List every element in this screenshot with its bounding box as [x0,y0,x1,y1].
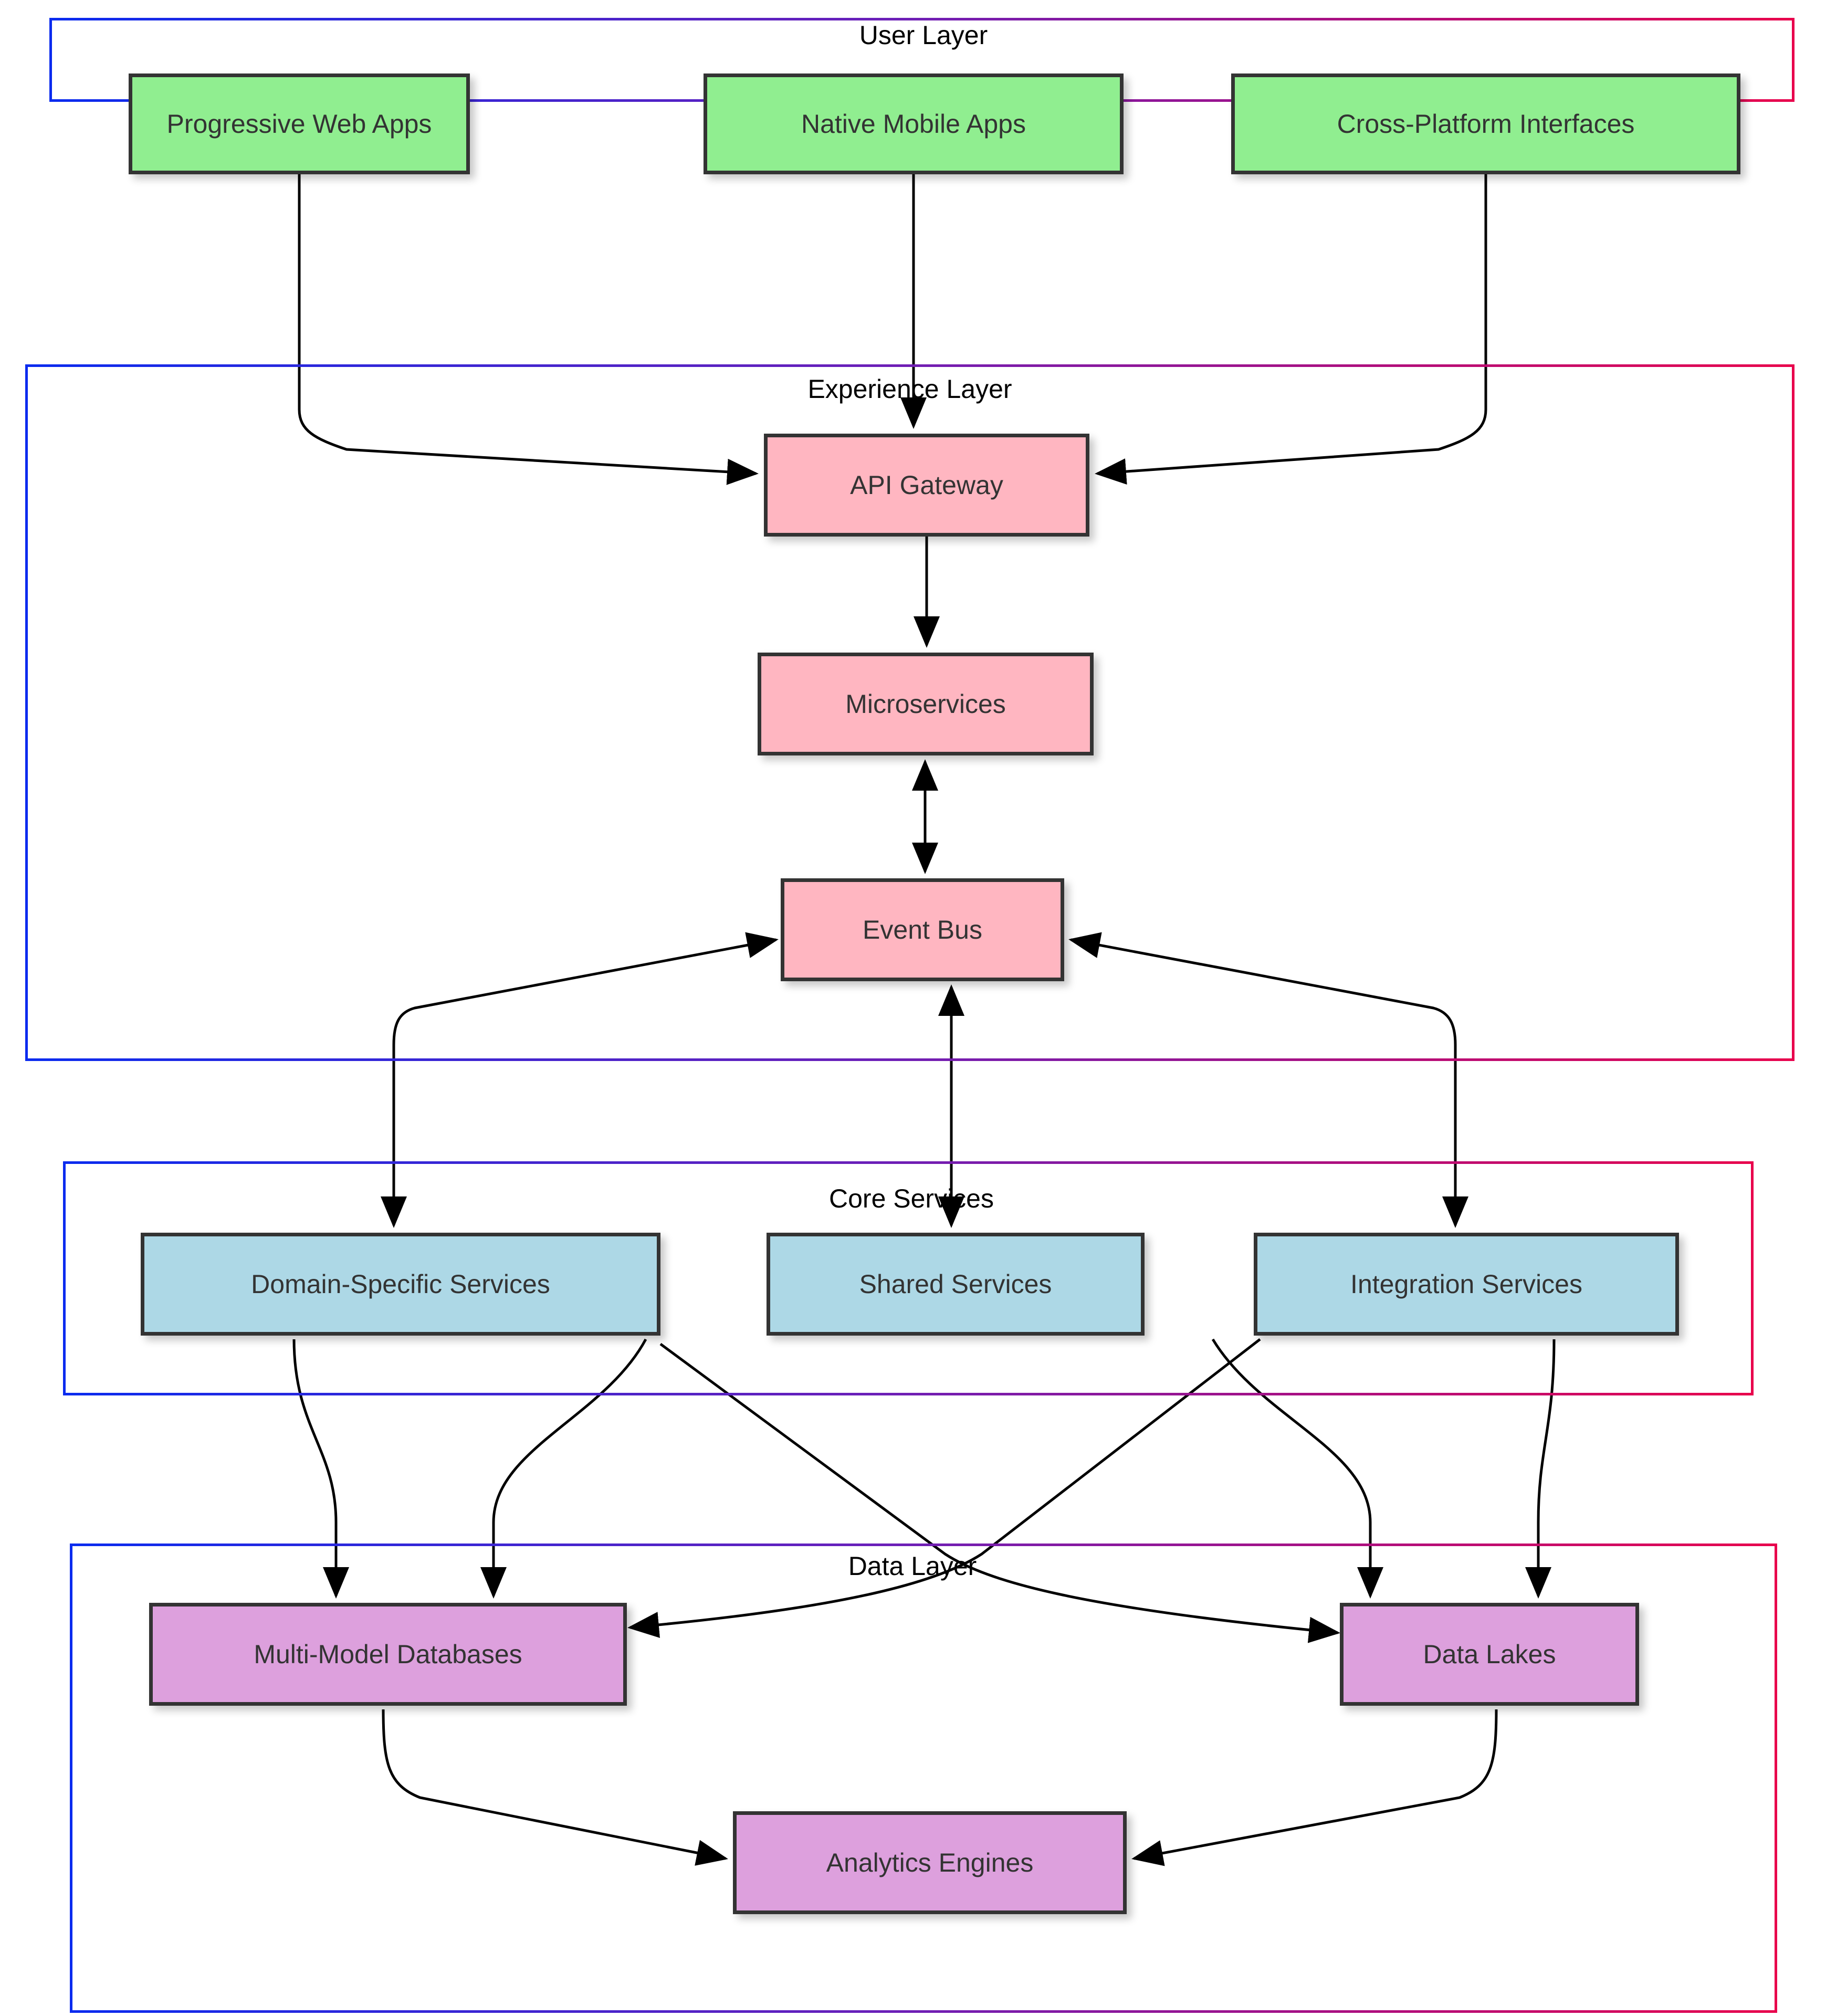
node-label: Progressive Web Apps [166,109,432,139]
layer-title-data: Data Layer [848,1551,977,1581]
node-label: Shared Services [859,1269,1052,1299]
node-label: Microservices [845,689,1006,719]
node-label: Domain-Specific Services [251,1269,550,1299]
node-cross-platform-interfaces[interactable]: Cross-Platform Interfaces [1231,74,1740,174]
node-microservices[interactable]: Microservices [758,653,1094,755]
node-label: Integration Services [1350,1269,1582,1299]
node-shared-services[interactable]: Shared Services [767,1233,1145,1336]
node-analytics-engines[interactable]: Analytics Engines [733,1811,1127,1914]
node-label: Native Mobile Apps [801,109,1026,139]
node-event-bus[interactable]: Event Bus [781,878,1064,981]
node-data-lakes[interactable]: Data Lakes [1340,1603,1639,1706]
layer-title-core-services: Core Services [829,1184,994,1213]
node-label: API Gateway [850,470,1003,500]
node-native-mobile-apps[interactable]: Native Mobile Apps [704,74,1124,174]
node-label: Event Bus [863,915,982,944]
node-progressive-web-apps[interactable]: Progressive Web Apps [129,74,470,174]
node-domain-specific-services[interactable]: Domain-Specific Services [141,1233,660,1336]
node-api-gateway[interactable]: API Gateway [764,434,1089,537]
layer-title-user: User Layer [859,20,988,50]
node-label: Data Lakes [1423,1639,1556,1669]
node-label: Analytics Engines [826,1847,1034,1877]
layer-title-experience: Experience Layer [807,374,1012,404]
node-label: Cross-Platform Interfaces [1337,109,1635,139]
node-multi-model-databases[interactable]: Multi-Model Databases [149,1603,627,1706]
node-label: Multi-Model Databases [254,1639,522,1669]
node-integration-services[interactable]: Integration Services [1254,1233,1679,1336]
